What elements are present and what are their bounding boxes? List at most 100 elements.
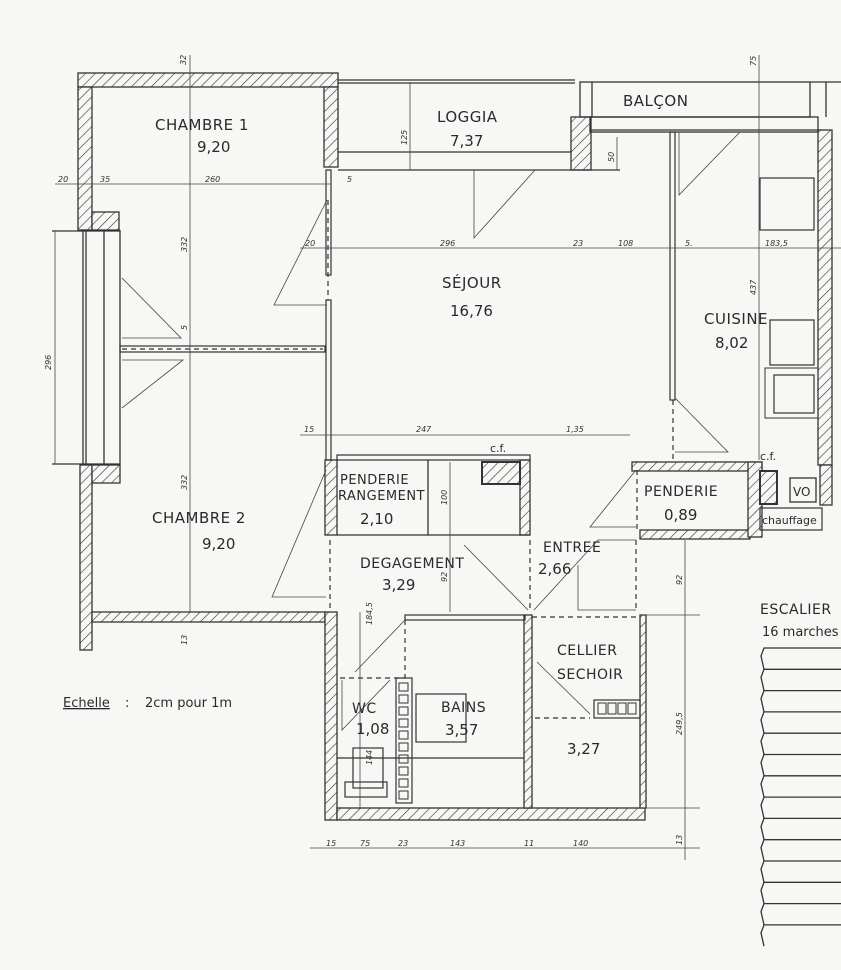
dim-label: 13 bbox=[180, 635, 189, 645]
partitions bbox=[119, 131, 676, 719]
dim-label: 332 bbox=[180, 475, 189, 490]
room-sejour-name: SÉJOUR bbox=[442, 273, 502, 292]
dim-label: 296 bbox=[44, 355, 53, 370]
scale-value: 2cm pour 1m bbox=[145, 696, 232, 711]
dim-label: 1,35 bbox=[566, 425, 584, 434]
stair-step bbox=[760, 711, 841, 734]
dim-label: 100 bbox=[440, 490, 449, 505]
radiator-cell bbox=[398, 694, 409, 704]
radiator-cell bbox=[398, 682, 409, 692]
vo-box bbox=[789, 477, 817, 503]
radiator-cell bbox=[398, 718, 409, 728]
dim-label: 20 bbox=[305, 239, 315, 248]
radiator-cell bbox=[597, 702, 607, 715]
dim-label: 144 bbox=[365, 750, 374, 765]
annotations: c.f. c.f. VO chauffage Echelle : 2cm pou… bbox=[63, 442, 817, 711]
dim-label: 247 bbox=[416, 425, 432, 434]
dim-label: 332 bbox=[180, 237, 189, 252]
room-escalier-steps: 16 marches bbox=[762, 625, 839, 640]
dim-label: 140 bbox=[573, 839, 588, 848]
room-penderie-rangement-area: 2,10 bbox=[360, 510, 393, 528]
dim-label: 296 bbox=[440, 239, 455, 248]
room-cuisine-name: CUISINE bbox=[704, 310, 768, 328]
stair-step bbox=[760, 902, 841, 926]
cooker bbox=[759, 177, 815, 231]
dim-label: 75 bbox=[360, 839, 370, 848]
radiator-cell bbox=[398, 742, 409, 752]
room-penderie-name: PENDERIE bbox=[644, 484, 718, 500]
fridge bbox=[773, 374, 815, 414]
dim-label: 15 bbox=[304, 425, 314, 434]
room-bains-name: BAINS bbox=[441, 700, 486, 716]
dim-label: 125 bbox=[400, 130, 409, 145]
stair-step bbox=[760, 860, 841, 883]
stair-step bbox=[760, 817, 841, 840]
dim-label: 184,5 bbox=[365, 602, 374, 625]
room-chambre1-name: CHAMBRE 1 bbox=[155, 116, 249, 134]
left-window-element bbox=[52, 230, 121, 465]
radiator-cell bbox=[398, 730, 409, 740]
dim-label: 92 bbox=[440, 572, 449, 582]
cellier-radiator bbox=[593, 699, 641, 719]
room-loggia-area: 7,37 bbox=[450, 132, 483, 150]
room-escalier-name: ESCALIER bbox=[760, 602, 832, 618]
dim-label: 23 bbox=[398, 839, 408, 848]
washbasin bbox=[415, 693, 467, 743]
dim-label: 32 bbox=[179, 55, 188, 65]
radiator-cell bbox=[398, 778, 409, 788]
room-penderie-rangement-name2: RANGEMENT bbox=[338, 489, 425, 504]
dim-label: 13 bbox=[675, 835, 684, 845]
chimney-flue bbox=[481, 461, 521, 485]
vo-label: VO bbox=[793, 485, 810, 499]
room-chambre1-area: 9,20 bbox=[197, 138, 230, 156]
radiator-cell bbox=[398, 706, 409, 716]
room-cellier-name1: CELLIER bbox=[557, 643, 617, 659]
stair-step bbox=[760, 668, 841, 691]
room-wc-name: WC bbox=[352, 701, 377, 717]
room-bains-area: 3,57 bbox=[445, 721, 478, 739]
radiator-cell bbox=[398, 790, 409, 800]
dimension-lines bbox=[54, 55, 841, 860]
staircase bbox=[760, 647, 841, 947]
dim-label: 5. bbox=[685, 239, 693, 248]
room-entree-area: 2,66 bbox=[538, 560, 571, 578]
radiator-cell bbox=[607, 702, 617, 715]
chauffage-label: chauffage bbox=[762, 514, 817, 527]
dim-label: 5 bbox=[347, 175, 352, 184]
room-cellier-name2: SECHOIR bbox=[557, 667, 623, 683]
stair-step bbox=[760, 647, 841, 670]
room-chambre2-area: 9,20 bbox=[202, 535, 235, 553]
room-cuisine-area: 8,02 bbox=[715, 334, 748, 352]
cf-label-1: c.f. bbox=[490, 442, 506, 455]
dim-label: 35 bbox=[100, 175, 110, 184]
stair-step bbox=[760, 881, 841, 904]
dim-label: 437 bbox=[749, 279, 758, 295]
loggia-balcon-outline bbox=[338, 79, 841, 171]
chimney-flue-2 bbox=[759, 470, 778, 505]
dim-label: 249,5 bbox=[675, 712, 684, 735]
room-degagement-area: 3,29 bbox=[382, 576, 415, 594]
dim-label: 50 bbox=[607, 152, 616, 162]
stair-step bbox=[760, 775, 841, 798]
room-cellier-area: 3,27 bbox=[567, 740, 600, 758]
radiator-cell bbox=[627, 702, 637, 715]
door-swings bbox=[121, 131, 741, 731]
walls bbox=[77, 72, 833, 821]
dim-label: 143 bbox=[450, 839, 465, 848]
radiator-cell bbox=[617, 702, 627, 715]
fixtures bbox=[337, 177, 823, 804]
dim-label: 260 bbox=[205, 175, 220, 184]
radiator-cell bbox=[398, 766, 409, 776]
dim-label: 15 bbox=[326, 839, 336, 848]
dim-label: 183,5 bbox=[765, 239, 788, 248]
scale-separator: : bbox=[125, 696, 129, 711]
room-chambre2-name: CHAMBRE 2 bbox=[152, 509, 246, 527]
room-labels: CHAMBRE 1 9,20 LOGGIA 7,37 BALÇON SÉJOUR… bbox=[152, 92, 839, 758]
chauffage-box bbox=[759, 507, 823, 531]
toilet bbox=[352, 747, 384, 789]
room-degagement-name: DEGAGEMENT bbox=[360, 556, 464, 572]
bath-radiator-cells bbox=[398, 682, 409, 800]
stair-step bbox=[760, 924, 841, 947]
radiator-cell bbox=[398, 754, 409, 764]
